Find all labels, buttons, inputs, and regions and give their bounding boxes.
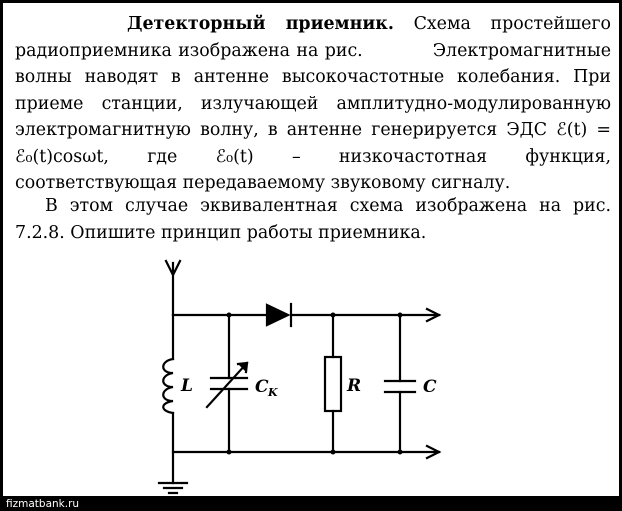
p1-text-3: – низкочастотная функция, соответствующа… xyxy=(15,146,612,194)
antenna-symbol xyxy=(164,259,182,317)
variable-capacitor-subscript: K xyxy=(267,386,278,399)
paragraph-1: Детекторный приемник. Схема простейшего … xyxy=(15,14,612,194)
p1-text-1: Схема простейшего радиоприемника изображ… xyxy=(15,14,611,61)
emf-formula: ℰ(t) = ℰ₀(t)cosωt xyxy=(15,120,611,167)
p1-text-2: Электромагнитные волны наводят в антенне… xyxy=(15,40,611,141)
diode-symbol xyxy=(265,303,291,327)
variable-capacitor-label: C xyxy=(255,377,269,397)
page: Детекторный приемник. Схема простейшего … xyxy=(3,3,619,496)
top-output-arrow xyxy=(425,307,442,323)
inductor-coil xyxy=(162,357,175,415)
circuit-diagram: L C K R C xyxy=(157,259,442,495)
paragraph-2: В этом случае эквивалентная схема изобра… xyxy=(15,196,611,243)
capacitor-label: C xyxy=(423,377,437,397)
variable-capacitor-arrow xyxy=(205,361,249,409)
inductor-label: L xyxy=(180,376,193,396)
where-word: где xyxy=(147,146,178,167)
emf-symbol: ℰ₀(t) xyxy=(215,146,254,167)
bottom-output-arrow xyxy=(425,444,442,460)
resistor-symbol xyxy=(323,355,343,413)
watermark: fizmatbank.ru xyxy=(6,498,80,510)
section-title: Детекторный приемник. xyxy=(127,14,394,34)
resistor-label: R xyxy=(346,376,361,396)
ground-symbol xyxy=(157,481,189,495)
